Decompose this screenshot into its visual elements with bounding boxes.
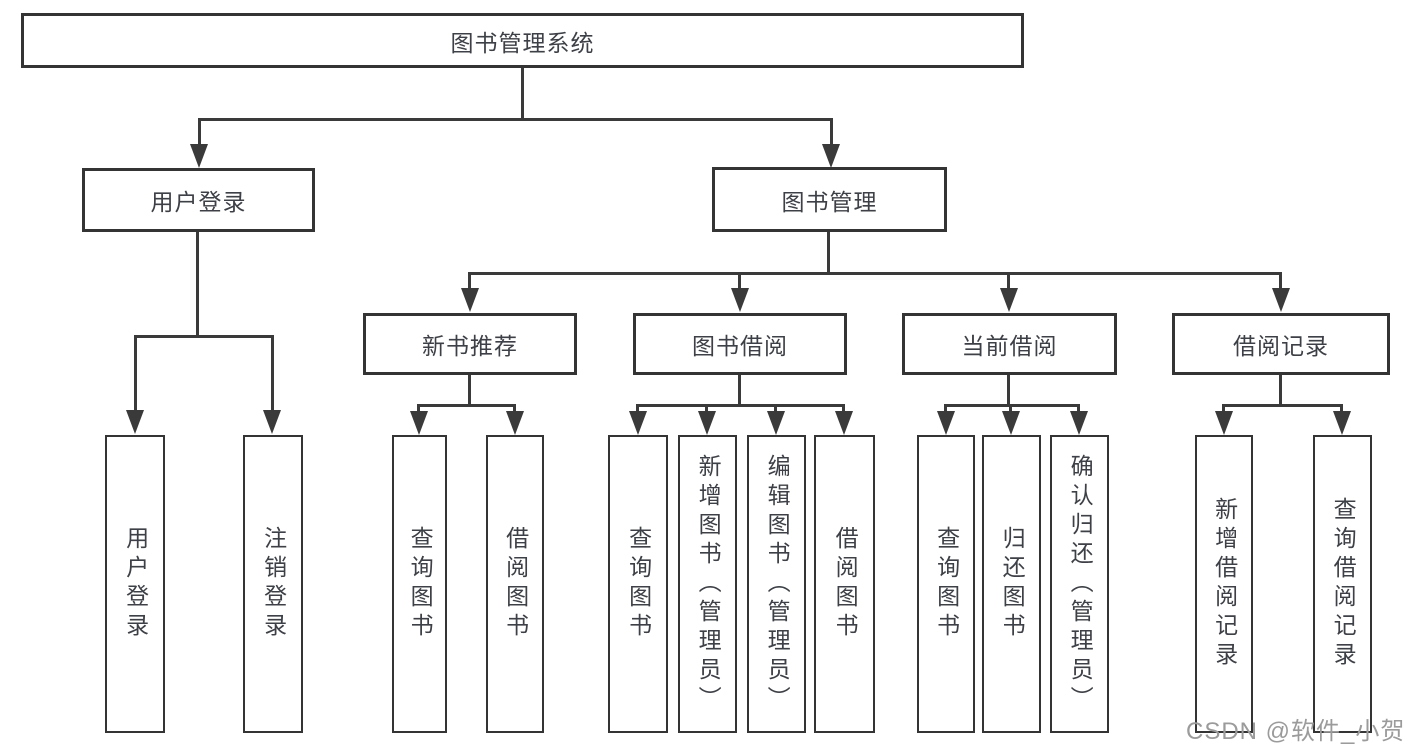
arrow-down-icon [629, 411, 647, 435]
connector-line [134, 335, 137, 412]
leaf-current-return: 归还图书 [982, 435, 1041, 733]
leaf-record-add-label: 新增借阅记录 [1211, 497, 1238, 671]
connector-line [196, 232, 199, 335]
leaf-borrow-query: 查询图书 [608, 435, 668, 733]
connector-line [1009, 404, 1012, 414]
node-current-borrow: 当前借阅 [902, 313, 1117, 375]
connector-line [636, 404, 845, 407]
leaf-current-return-label: 归还图书 [999, 526, 1026, 642]
node-book-borrow: 图书借阅 [633, 313, 847, 375]
arrow-down-icon [835, 411, 853, 435]
csdn-watermark: CSDN @软件_小贺同学 [1186, 718, 1405, 745]
leaf-logout: 注销登录 [243, 435, 303, 733]
leaf-current-query-label: 查询图书 [933, 526, 960, 642]
leaf-current-confirm-admin: 确认归还（管理员） [1050, 435, 1109, 733]
arrow-down-icon [1000, 288, 1018, 312]
connector-line [944, 404, 947, 414]
leaf-user-login-label: 用户登录 [122, 526, 149, 642]
node-borrow-record: 借阅记录 [1172, 313, 1390, 375]
node-root-label: 图书管理系统 [450, 29, 595, 56]
connector-line [738, 375, 741, 404]
connector-line [271, 335, 274, 412]
arrow-down-icon [698, 411, 716, 435]
arrow-down-icon [1333, 411, 1351, 435]
connector-line [417, 404, 420, 414]
connector-line [705, 404, 708, 414]
connector-line [134, 335, 274, 338]
leaf-newbook-borrow: 借阅图书 [486, 435, 544, 733]
connector-line [944, 404, 1080, 407]
leaf-borrow-query-label: 查询图书 [625, 526, 652, 642]
arrow-down-icon [767, 411, 785, 435]
connector-line [468, 375, 471, 404]
connector-line [468, 272, 1282, 275]
leaf-borrow-add-admin-label: 新增图书（管理员） [695, 453, 722, 715]
leaf-borrow-edit-admin-label: 编辑图书（管理员） [764, 453, 791, 715]
leaf-record-add: 新增借阅记录 [1195, 435, 1253, 733]
node-user-login-label: 用户登录 [150, 189, 247, 215]
connector-line [417, 404, 516, 407]
connector-line [774, 404, 777, 414]
connector-line [1340, 404, 1343, 414]
node-root: 图书管理系统 [21, 13, 1024, 68]
leaf-record-query: 查询借阅记录 [1313, 435, 1372, 733]
leaf-newbook-query-label: 查询图书 [407, 526, 434, 642]
connector-line [1007, 272, 1010, 291]
connector-line [1077, 404, 1080, 414]
node-book-borrow-label: 图书借阅 [692, 333, 788, 359]
leaf-borrow-edit-admin: 编辑图书（管理员） [747, 435, 806, 733]
connector-line [636, 404, 639, 414]
leaf-current-confirm-admin-label: 确认归还（管理员） [1067, 453, 1094, 715]
arrow-down-icon [1002, 411, 1020, 435]
node-new-book-recommend: 新书推荐 [363, 313, 577, 375]
connector-line [468, 272, 471, 291]
arrow-down-icon [937, 411, 955, 435]
arrow-down-icon [190, 144, 208, 168]
node-borrow-record-label: 借阅记录 [1233, 333, 1329, 359]
leaf-current-query: 查询图书 [917, 435, 975, 733]
leaf-borrow-add-admin: 新增图书（管理员） [678, 435, 737, 733]
leaf-record-query-label: 查询借阅记录 [1330, 497, 1357, 671]
leaf-borrow-book: 借阅图书 [814, 435, 875, 733]
connector-line [513, 404, 516, 414]
connector-line [1007, 375, 1010, 404]
arrow-down-icon [822, 144, 840, 168]
arrow-down-icon [1070, 411, 1088, 435]
node-new-book-recommend-label: 新书推荐 [422, 333, 518, 359]
arrow-down-icon [461, 288, 479, 312]
connector-line [198, 118, 201, 148]
connector-line [842, 404, 845, 414]
connector-line [1279, 272, 1282, 291]
arrow-down-icon [1215, 411, 1233, 435]
arrow-down-icon [506, 411, 524, 435]
arrow-down-icon [731, 288, 749, 312]
connector-line [1279, 375, 1282, 404]
arrow-down-icon [263, 410, 281, 434]
arrow-down-icon [410, 411, 428, 435]
connector-line [827, 232, 830, 272]
leaf-user-login: 用户登录 [105, 435, 165, 733]
leaf-logout-label: 注销登录 [260, 526, 287, 642]
leaf-newbook-query: 查询图书 [392, 435, 447, 733]
connector-line [1222, 404, 1343, 407]
connector-line [738, 272, 741, 291]
node-user-login: 用户登录 [82, 168, 315, 232]
arrow-down-icon [126, 410, 144, 434]
arrow-down-icon [1272, 288, 1290, 312]
connector-line [521, 68, 524, 118]
connector-line [1222, 404, 1225, 414]
node-book-management: 图书管理 [712, 167, 947, 232]
node-book-management-label: 图书管理 [781, 188, 878, 215]
leaf-borrow-book-label: 借阅图书 [832, 526, 859, 642]
node-current-borrow-label: 当前借阅 [961, 333, 1058, 359]
connector-line [198, 118, 833, 121]
leaf-newbook-borrow-label: 借阅图书 [502, 526, 529, 642]
connector-line [830, 118, 833, 148]
